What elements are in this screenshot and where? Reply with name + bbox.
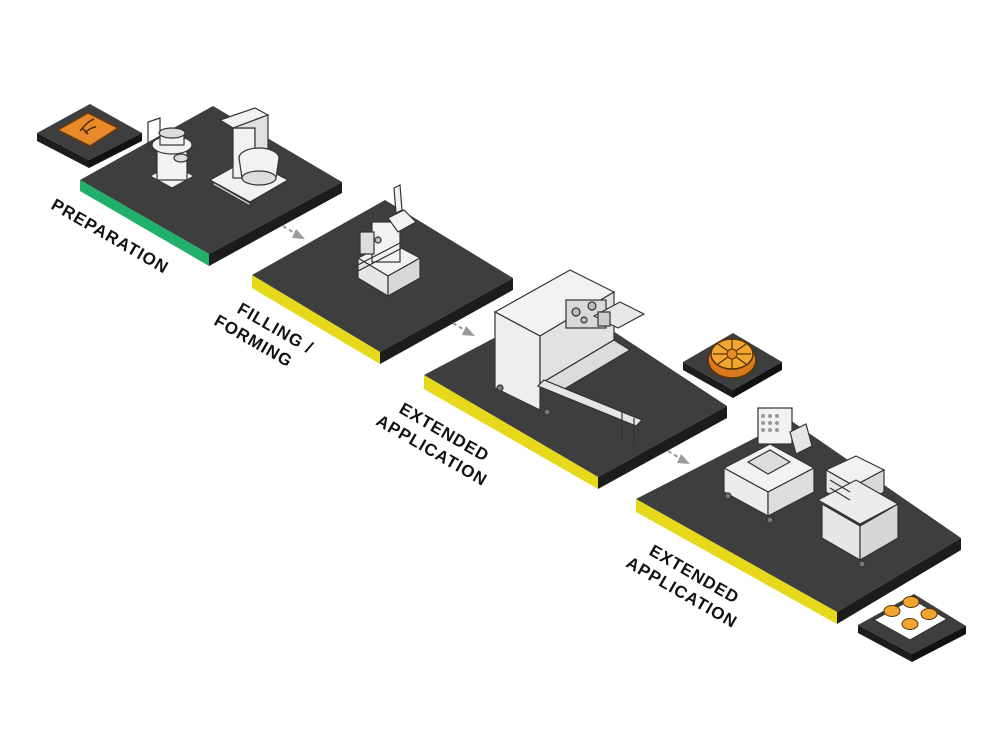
mooncake-icon bbox=[683, 333, 782, 398]
oven-machine bbox=[816, 455, 900, 568]
encrusting-machine bbox=[351, 184, 422, 298]
flow-arrow-1 bbox=[282, 225, 305, 239]
flow-arrow-3 bbox=[667, 450, 690, 464]
platform-extended-application-2 bbox=[636, 420, 961, 624]
sifter-machine bbox=[147, 117, 196, 189]
mixer-machine bbox=[208, 107, 290, 208]
packing-machine bbox=[722, 407, 816, 524]
flow-arrow-2 bbox=[452, 322, 475, 336]
flour-bag-icon bbox=[37, 104, 142, 168]
forming-line-machine bbox=[493, 269, 646, 446]
packaged-cakes-icon bbox=[858, 594, 966, 662]
